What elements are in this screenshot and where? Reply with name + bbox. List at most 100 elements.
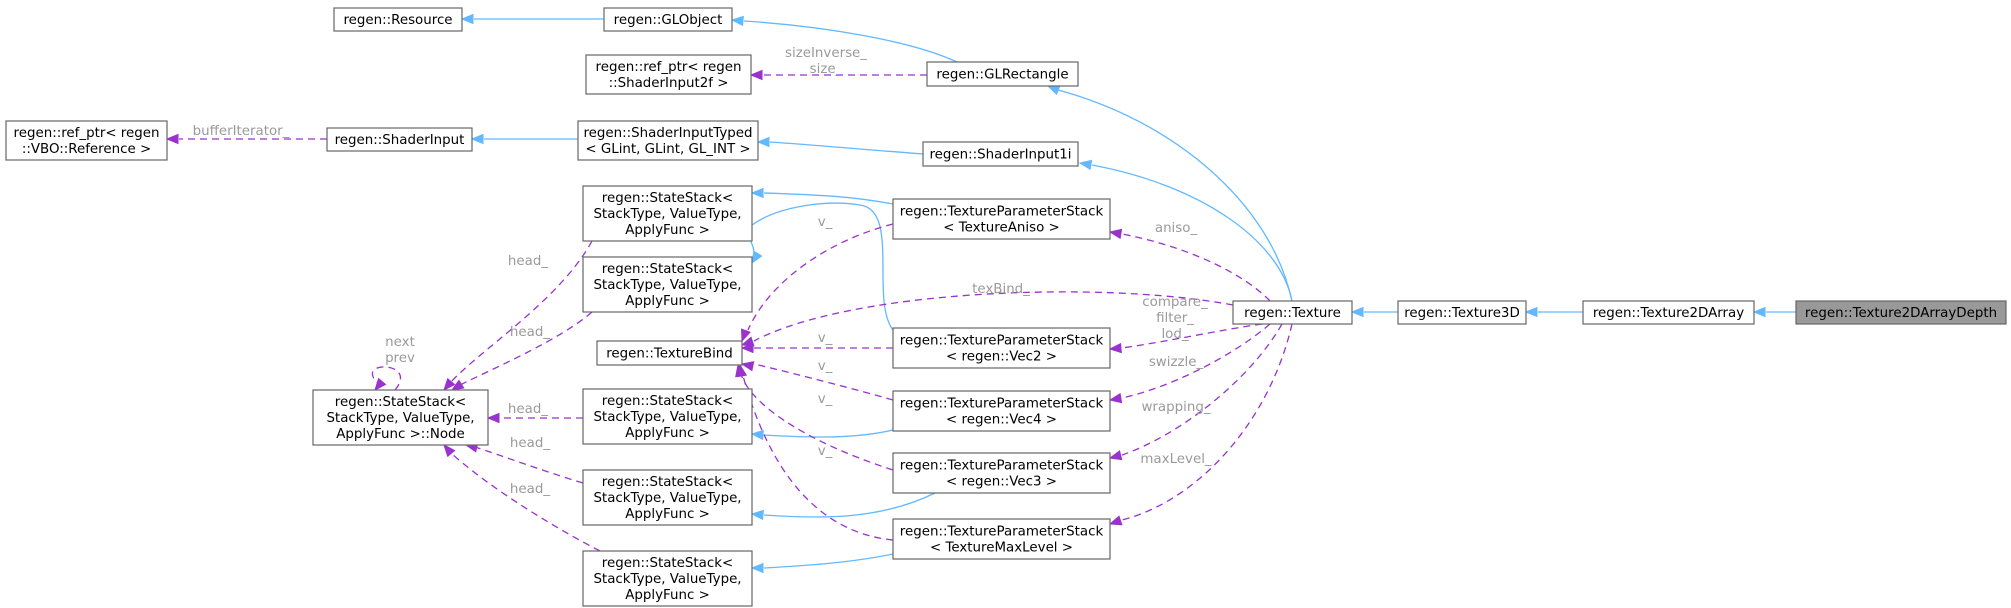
node-label-line: ::ShaderInput2f > <box>609 76 729 91</box>
class-node-tps-vec3[interactable]: regen::TextureParameterStack< regen::Vec… <box>892 452 1111 494</box>
class-node-refptr-vboref[interactable]: regen::ref_ptr< regen::VBO::Reference > <box>5 120 168 161</box>
member-edge-maxlevel <box>1108 323 1293 526</box>
node-box <box>926 61 1079 87</box>
member-edge-v-vec3 <box>735 363 894 471</box>
node-label-line: < GLint, GLint, GL_INT > <box>585 142 750 157</box>
node-box <box>1397 300 1527 325</box>
class-node-tps-maxlevel[interactable]: regen::TextureParameterStack< TextureMax… <box>892 518 1111 560</box>
node-label-line: StackType, ValueType, <box>326 411 474 426</box>
edge-label-v-vec3: v_ <box>818 392 833 407</box>
inherit-edge-tps-vec4-statestack-3 <box>750 429 894 441</box>
member-edge-sizeinverse <box>749 69 927 81</box>
node-label-line: regen::TextureParameterStack <box>900 205 1104 220</box>
edge-label-head-2: head_ <box>510 325 550 340</box>
node-box <box>603 7 733 32</box>
member-edge-v-vec2 <box>740 342 893 354</box>
node-label-line: StackType, ValueType, <box>593 278 741 293</box>
class-node-statestack-1[interactable]: regen::StateStack<StackType, ValueType,A… <box>582 185 753 242</box>
node-label-line: regen::StateStack< <box>602 191 733 206</box>
inherit-edge-texture3d-texture <box>1350 306 1398 318</box>
node-label-line: regen::TextureParameterStack <box>900 525 1104 540</box>
class-node-shaderinputtyped[interactable]: regen::ShaderInputTyped< GLint, GLint, G… <box>577 120 759 161</box>
edge-label-v-aniso: v_ <box>818 215 833 230</box>
node-label-line: regen::GLObject <box>614 13 723 28</box>
class-node-tps-vec4[interactable]: regen::TextureParameterStack< regen::Vec… <box>892 390 1111 432</box>
node-box <box>582 388 753 445</box>
inherit-edge-globject-resource <box>460 13 604 25</box>
node-box <box>582 469 753 526</box>
node-label-line: < regen::Vec2 > <box>946 350 1057 365</box>
class-node-texture2darraydepth[interactable]: regen::Texture2DArrayDepth <box>1795 300 2007 325</box>
edge-label-nextprev: prev <box>385 351 415 366</box>
edge-label-compare: lod_ <box>1161 327 1188 342</box>
class-node-shaderinput1i[interactable]: regen::ShaderInput1i <box>922 141 1079 167</box>
node-label-line: regen::ref_ptr< regen <box>14 126 160 141</box>
edge-label-sizeinverse: sizeInverse_ <box>785 46 867 61</box>
node-label-line: StackType, ValueType, <box>593 572 741 587</box>
edge-label-v-vec4: v_ <box>818 359 833 374</box>
class-node-texture[interactable]: regen::Texture <box>1232 300 1353 325</box>
node-label-line: ApplyFunc > <box>625 223 710 238</box>
node-box <box>582 185 753 242</box>
edge-label-compare: filter_ <box>1156 311 1194 326</box>
node-box <box>1795 300 2007 325</box>
node-label-line: regen::StateStack< <box>602 556 733 571</box>
member-edge-wrapping <box>1108 323 1283 461</box>
node-label-line: regen::ShaderInput1i <box>929 148 1071 163</box>
node-box <box>577 120 759 161</box>
class-node-globject[interactable]: regen::GLObject <box>603 7 733 32</box>
node-label-line: regen::StateStack< <box>335 395 466 410</box>
node-label-line: ApplyFunc > <box>625 588 710 603</box>
member-edge-head-3 <box>486 412 583 424</box>
inherit-edge-tps-maxlevel-statestack-5 <box>750 553 894 574</box>
node-label-line: regen::Texture2DArrayDepth <box>1805 306 1997 321</box>
member-edge-swizzle <box>1108 323 1271 404</box>
node-label-line: regen::TextureParameterStack <box>900 334 1104 349</box>
node-label-line: ApplyFunc > <box>625 294 710 309</box>
class-node-statestack-2[interactable]: regen::StateStack<StackType, ValueType,A… <box>582 256 753 313</box>
inherit-edge-texture-shaderinput1i <box>1078 159 1293 302</box>
class-node-shaderinput[interactable]: regen::ShaderInput <box>326 127 473 152</box>
class-node-statestack-5[interactable]: regen::StateStack<StackType, ValueType,A… <box>582 550 753 607</box>
class-node-statestack-node[interactable]: regen::StateStack<StackType, ValueType,A… <box>312 389 489 446</box>
node-label-line: regen::ShaderInput <box>335 133 465 148</box>
edge-label-sizeinverse: size_ <box>810 62 843 77</box>
class-node-resource[interactable]: regen::Resource <box>333 7 463 32</box>
node-box <box>326 127 473 152</box>
class-node-tps-aniso[interactable]: regen::TextureParameterStack< TextureAni… <box>892 198 1111 240</box>
member-edge-head-2 <box>450 311 593 391</box>
node-box <box>5 120 168 161</box>
edge-label-wrapping: wrapping_ <box>1141 400 1210 415</box>
inherit-edge-texture2darray-texture3d <box>1524 306 1583 318</box>
edge-label-v-vec2: v_ <box>818 331 833 346</box>
class-node-texturebind[interactable]: regen::TextureBind <box>596 340 743 366</box>
class-node-texture2darray[interactable]: regen::Texture2DArray <box>1582 300 1755 325</box>
member-edge-bufferiterator <box>165 133 327 145</box>
node-label-line: regen::StateStack< <box>602 394 733 409</box>
node-label-line: regen::Texture3D <box>1404 306 1520 321</box>
class-node-refptr-shaderinput2f[interactable]: regen::ref_ptr< regen::ShaderInput2f > <box>585 54 752 95</box>
member-edge-v-aniso <box>741 223 894 343</box>
node-label-line: regen::TextureParameterStack <box>900 459 1104 474</box>
member-edge-aniso <box>1108 228 1271 302</box>
node-box <box>922 141 1079 167</box>
node-label-line: regen::Texture2DArray <box>1593 306 1744 321</box>
class-node-texture3d[interactable]: regen::Texture3D <box>1397 300 1527 325</box>
node-box <box>892 390 1111 432</box>
node-box <box>892 518 1111 560</box>
node-box <box>582 550 753 607</box>
node-box <box>1232 300 1353 325</box>
class-node-tps-vec2[interactable]: regen::TextureParameterStack< regen::Vec… <box>892 327 1111 369</box>
class-node-statestack-3[interactable]: regen::StateStack<StackType, ValueType,A… <box>582 388 753 445</box>
edge-label-texbind: texBind_ <box>972 282 1030 297</box>
class-node-glrectangle[interactable]: regen::GLRectangle <box>926 61 1079 87</box>
edge-label-aniso: aniso_ <box>1155 221 1198 236</box>
node-label-line: StackType, ValueType, <box>593 207 741 222</box>
class-node-statestack-4[interactable]: regen::StateStack<StackType, ValueType,A… <box>582 469 753 526</box>
node-label-line: ::VBO::Reference > <box>22 142 151 157</box>
node-box <box>892 327 1111 369</box>
node-label-line: regen::Resource <box>343 13 452 28</box>
inherit-edge-texture2darraydepth-texture2darray <box>1752 306 1796 318</box>
edge-label-compare: compare_ <box>1142 295 1208 310</box>
